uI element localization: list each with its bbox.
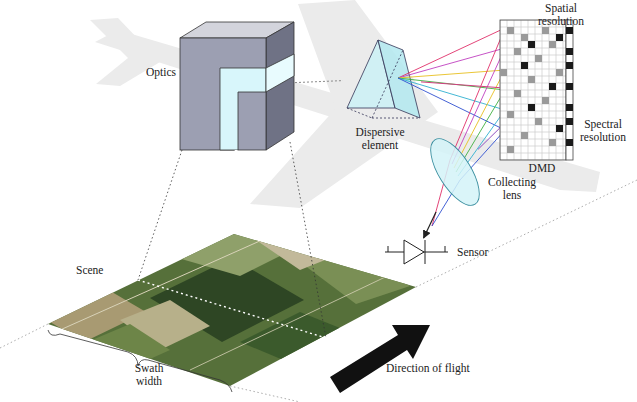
ray [398,28,505,78]
field [250,230,330,270]
light-path-connector [421,82,500,88]
hidden-edge [372,50,403,118]
mirror [566,139,573,146]
mirror [507,146,514,153]
mirror [507,27,514,34]
cube-front [180,38,266,150]
dispersive-prism: Dispersive element [343,38,421,120]
diode-triangle [404,240,424,264]
hidden-edge [347,108,372,118]
track-line [230,386,300,402]
mirror [521,62,528,69]
mirror [566,118,573,125]
ray [450,28,505,160]
mirror-on [500,27,563,153]
mirror [566,83,573,90]
fov-line [290,142,326,338]
mirror [507,111,514,118]
diode-symbol [385,240,448,264]
flight-arrow [330,325,430,393]
mirror [542,97,549,104]
mirror [542,27,549,34]
mirror [566,104,573,111]
mirror [535,55,542,62]
mirror [500,69,507,76]
mirror-grid [500,20,566,160]
ray [398,70,505,78]
light-path [266,54,294,92]
light-path-connector [424,212,436,238]
hidden-edge [372,118,420,119]
mirror [556,125,563,132]
node-label: Scene [76,264,126,277]
dmd-array [500,20,573,160]
node-label: Spectral resolution [572,118,634,144]
ray [398,78,505,130]
mirror [528,76,535,83]
mirror [549,83,556,90]
mirror [549,139,556,146]
node-label: Dispersive element [345,126,415,152]
flight-direction-label: Direction of flight [386,362,506,375]
node-label: Swath width [124,362,174,388]
node-label: Collecting lens [480,176,544,202]
mirror [566,48,573,55]
dmd-edge [566,20,573,160]
mirror [514,48,521,55]
scan-line [138,280,326,338]
track-line [416,180,637,287]
photodiode-sensor: Sensor [385,238,449,266]
mirror [535,118,542,125]
diode-bar [425,240,426,264]
airplane-shadow [90,0,600,208]
mirror [556,69,563,76]
ray [398,48,505,78]
cube-side [266,22,294,150]
collecting-lens: Collecting lens [432,132,478,212]
node-label: DMD [522,162,562,175]
track-line [0,324,48,348]
swath-brace [48,330,232,392]
node-label: Optics [134,66,176,79]
lens-shape [421,131,488,212]
diode-lead [445,246,446,252]
mirror [514,90,521,97]
mirror [521,34,528,41]
wing-shadow [250,0,438,208]
diode-lead [388,246,389,252]
light-path-connector [295,81,343,83]
field [92,324,170,368]
mirror [556,34,563,41]
mirror [566,62,573,69]
node-label: Sensor [457,246,507,259]
rays [398,28,505,226]
ground-scene: SceneSwath width [50,234,416,386]
forest [240,312,345,362]
node-label: Spatial resolution [528,2,594,28]
light-path-connector [478,128,500,150]
mirror [528,41,535,48]
optics-cube [180,22,294,150]
mirror [521,132,528,139]
mirror [549,41,556,48]
optics-block: Optics [180,20,295,150]
light-path [220,68,266,150]
dmd-device: Spatial resolutionSpectral resolutionDMD [500,18,576,163]
road [60,232,280,330]
mirror-off [521,27,573,146]
prism-face [378,40,420,118]
fov-line [138,150,182,280]
light-path-connector [235,150,237,234]
mirror [566,27,573,34]
mirror [528,104,535,111]
